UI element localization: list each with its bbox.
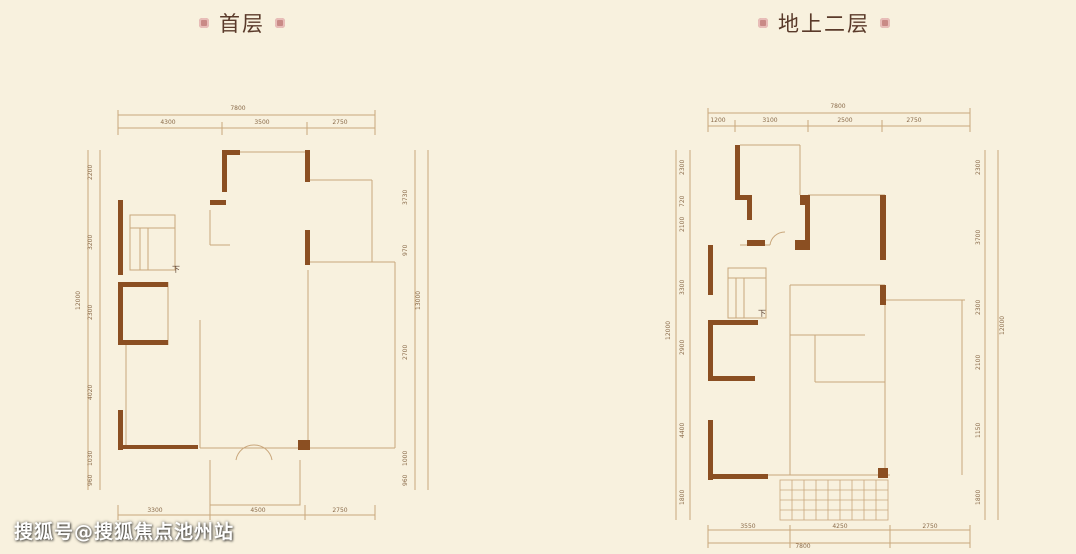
dim-label: 4400	[679, 423, 686, 438]
dim-label: 12000	[999, 316, 1006, 335]
dim-label: 2750	[906, 117, 921, 124]
dim-label: 970	[402, 244, 409, 256]
dim-label: 3730	[402, 190, 409, 205]
dim-label: 1800	[679, 490, 686, 505]
dim-label: 2200	[87, 165, 94, 180]
ornament-icon	[880, 18, 890, 28]
dim-label: 2100	[679, 217, 686, 232]
dim-label: 2300	[679, 160, 686, 175]
dim-label: 3700	[975, 230, 982, 245]
dim-label: 2100	[975, 355, 982, 370]
watermark: 搜狐号@搜狐焦点池州站	[14, 521, 235, 543]
right-floor-plan	[675, 108, 999, 548]
dim-label: 2700	[402, 345, 409, 360]
dim-label: 3300	[679, 280, 686, 295]
right-plan-walls	[708, 145, 888, 480]
stair-label: 下	[758, 309, 766, 318]
dim-label: 2750	[332, 119, 347, 126]
dim-label: 4300	[160, 119, 175, 126]
dim-label: 2750	[332, 507, 347, 514]
dim-label: 12000	[665, 321, 672, 340]
dim-label: 2300	[87, 305, 94, 320]
dim-label: 1000	[402, 451, 409, 466]
dim-label: 2500	[837, 117, 852, 124]
right-plan-title: 地上二层	[758, 8, 890, 38]
dim-label: 2900	[679, 340, 686, 355]
dim-label: 12000	[75, 291, 82, 310]
dim-label: 3300	[147, 507, 162, 514]
dim-label: 13000	[415, 291, 422, 310]
dim-label: 7800	[830, 103, 845, 110]
dim-label: 1800	[975, 490, 982, 505]
dim-label: 7800	[230, 105, 245, 112]
left-plan-title-text: 首层	[219, 12, 265, 36]
dim-label: 4500	[250, 507, 265, 514]
left-floor-plan	[87, 110, 429, 520]
dim-label: 960	[87, 474, 94, 486]
dim-label: 3200	[87, 235, 94, 250]
stair-label: 下	[172, 265, 180, 274]
ornament-icon	[199, 18, 209, 28]
dim-label: 2750	[922, 523, 937, 530]
ornament-icon	[758, 18, 768, 28]
left-plan-labels: 7800 4300 3500 2750 2200 3200 2300 12000…	[75, 105, 422, 514]
right-plan-labels: 7800 1200 3100 2500 2750 2300 720 2100 3…	[665, 103, 1006, 550]
dim-label: 960	[402, 474, 409, 486]
right-plan-title-text: 地上二层	[778, 12, 870, 36]
dim-label: 1200	[710, 117, 725, 124]
dim-label: 3550	[740, 523, 755, 530]
dim-label: 4250	[832, 523, 847, 530]
dim-label: 3500	[254, 119, 269, 126]
dim-label: 1030	[87, 451, 94, 466]
ornament-icon	[275, 18, 285, 28]
left-plan-walls	[118, 150, 310, 450]
dim-label: 4020	[87, 385, 94, 400]
dim-label: 1150	[975, 423, 982, 438]
dim-label: 3100	[762, 117, 777, 124]
dim-label: 7800	[795, 543, 810, 550]
left-plan-title: 首层	[199, 8, 285, 38]
dim-label: 2300	[975, 300, 982, 315]
dim-label: 2300	[975, 160, 982, 175]
dim-label: 720	[679, 195, 686, 207]
balcony-railing	[779, 479, 889, 521]
